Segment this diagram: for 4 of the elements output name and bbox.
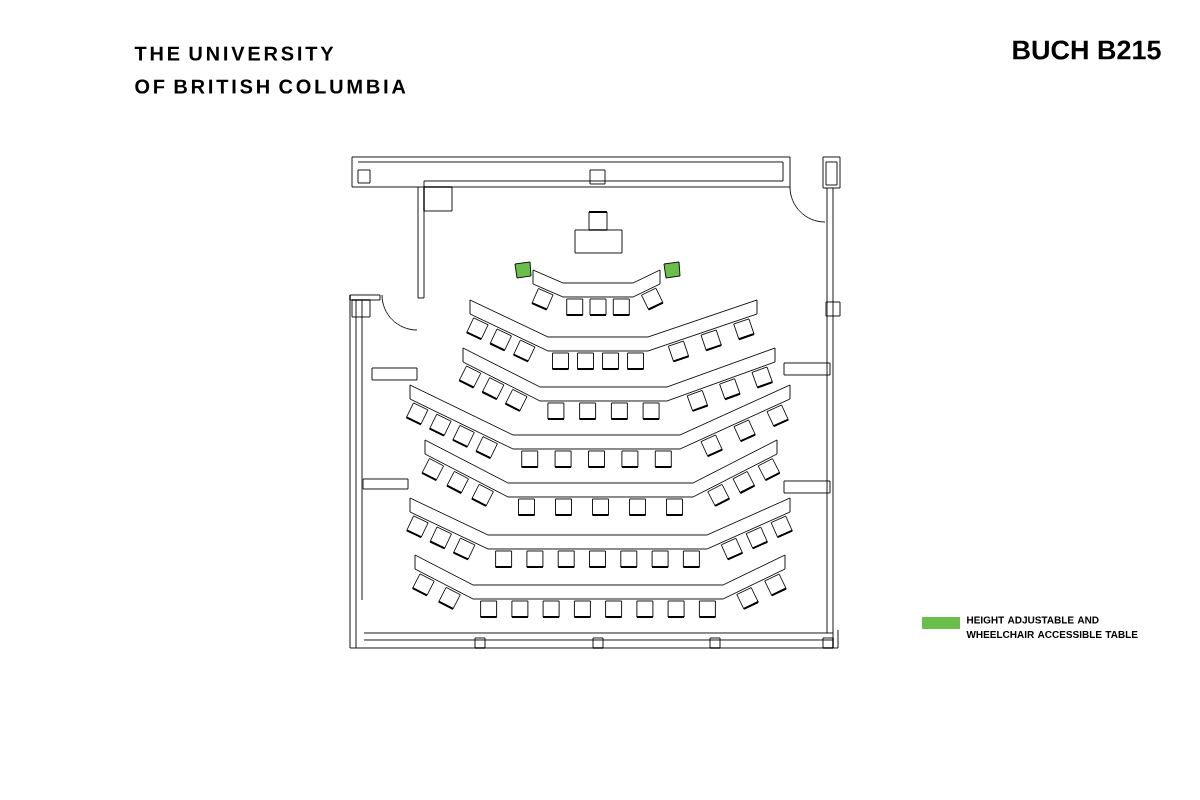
university-name: THE UNIVERSITY — [134, 46, 334, 61]
university-name: OF BRITISH COLUMBIA — [135, 79, 406, 94]
room-title: BUCH B215 — [1013, 40, 1161, 60]
legend-text: HEIGHT ADJUSTABLE AND WHEELCHAIR ACCESSIBLE TABLE — [966, 616, 1138, 638]
